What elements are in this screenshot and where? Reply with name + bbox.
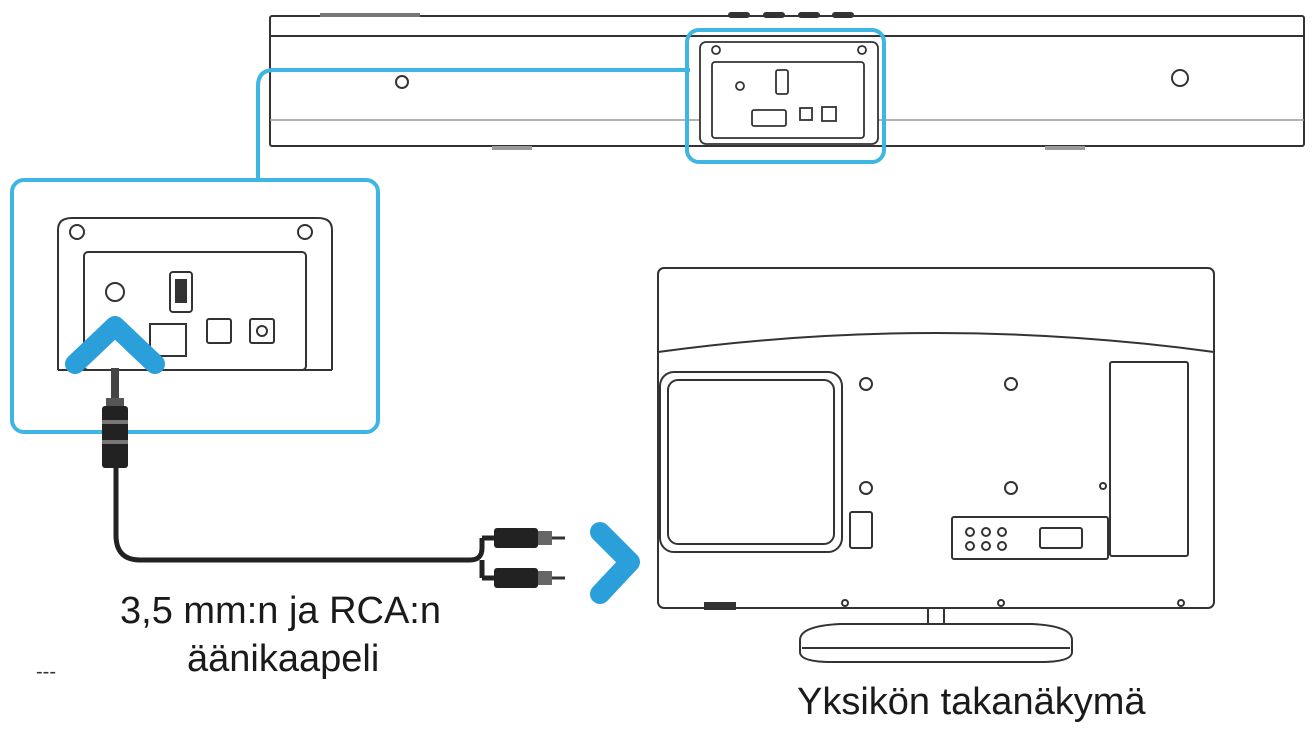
tv-power-switch [849, 511, 873, 549]
mount-hole [395, 75, 409, 89]
soundbar-panel-highlight [685, 28, 886, 164]
hdmi-port-small [751, 109, 787, 127]
tv-io-panel [951, 516, 1109, 560]
3-5mm-plug [102, 406, 128, 468]
rear-view-label: Yksikön takanäkymä [797, 681, 1146, 723]
screw [297, 224, 313, 240]
optical-port-small [799, 107, 813, 121]
dc-port-small [821, 106, 837, 122]
rca-plug-top [494, 528, 538, 548]
soundbar-top-buttons [320, 12, 854, 18]
mount-hole [1171, 69, 1189, 87]
cable-label-line1: 3,5 mm:n ja RCA:n [120, 590, 441, 632]
screw [69, 224, 85, 240]
usb-port-small [775, 69, 789, 95]
hdmi-port [149, 323, 187, 357]
optical-port [206, 318, 232, 344]
zoomed-port-panel [57, 217, 333, 371]
soundbar-port-panel [699, 41, 879, 145]
callout-connector-line [256, 68, 690, 178]
dash-mark: --- [36, 661, 56, 683]
aux-port [105, 282, 125, 302]
rca-plug-bottom [494, 568, 538, 588]
chevron-up-icon [65, 316, 165, 374]
dc-port [249, 318, 275, 344]
usb-port [169, 271, 193, 313]
cable-label-line2: äänikaapeli [187, 638, 380, 680]
tv-rear [657, 267, 1215, 663]
chevron-right-icon [590, 522, 640, 604]
audio-cable [102, 368, 565, 588]
aux-port-small [735, 81, 745, 91]
